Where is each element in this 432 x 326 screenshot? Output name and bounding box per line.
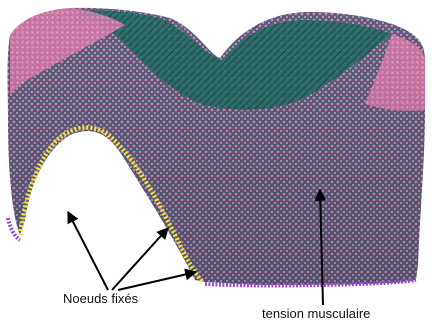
fixed-nodes-label: Noeuds fixés xyxy=(63,291,138,306)
arrow-fixed-nodes-3 xyxy=(118,272,196,290)
arrow-fixed-nodes-1 xyxy=(68,212,108,290)
muscle-tension-label: tension musculaire xyxy=(262,306,370,321)
mesh-shading xyxy=(8,8,426,285)
